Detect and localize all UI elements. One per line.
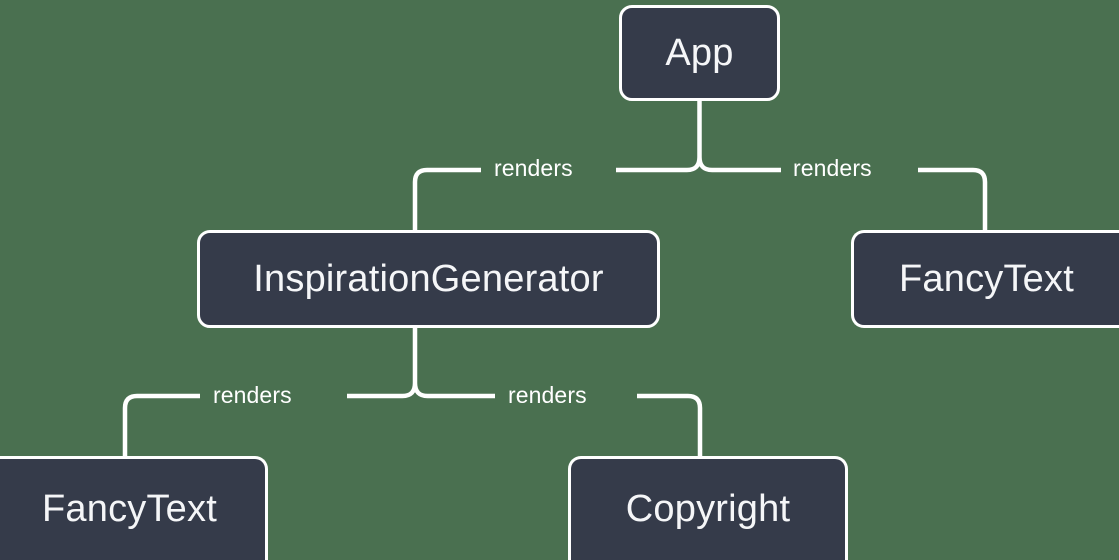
- node-app-label: App: [665, 31, 734, 74]
- edge-label-inspiration-generator-to-copyright: renders: [508, 382, 587, 408]
- edge-label-app-to-fancytext: renders: [793, 155, 872, 181]
- connector-ig-to-copyright-elbow: [687, 393, 703, 456]
- node-fancytext-bottom[interactable]: FancyText: [0, 456, 268, 560]
- connector-app-to-fancytext-elbow: [972, 167, 988, 230]
- edge-label-inspiration-generator-to-fancytext: renders: [213, 382, 292, 408]
- node-copyright[interactable]: Copyright: [568, 456, 848, 560]
- connector-ig-junction: [402, 382, 428, 399]
- edge-label-app-to-inspiration-generator: renders: [494, 155, 573, 181]
- node-inspiration-generator[interactable]: InspirationGenerator: [197, 230, 660, 328]
- node-app[interactable]: App: [619, 5, 780, 101]
- node-fancytext-right[interactable]: FancyText: [851, 230, 1119, 328]
- connector-app-to-ig-elbow: [412, 167, 428, 230]
- connector-app-junction: [686, 156, 713, 173]
- node-fancytext-bottom-label: FancyText: [42, 488, 217, 530]
- node-fancytext-right-label: FancyText: [899, 257, 1074, 300]
- node-inspiration-generator-label: InspirationGenerator: [253, 257, 604, 300]
- connector-ig-to-fancytext-elbow: [122, 393, 138, 456]
- node-copyright-label: Copyright: [625, 488, 791, 530]
